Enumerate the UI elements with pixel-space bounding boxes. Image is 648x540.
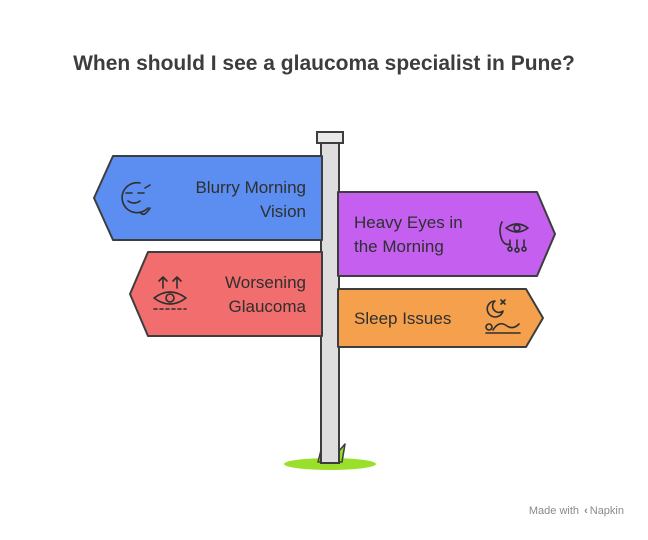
sign-blurry-shape: [93, 155, 323, 241]
signpost-pole: [320, 140, 340, 464]
blurry-face-icon: [121, 181, 151, 216]
sign-worsening-line2: Glaucoma: [229, 297, 307, 316]
sign-heavy-shape: [337, 191, 556, 277]
made-with-footer: Made with ‹Napkin: [529, 505, 624, 517]
eye-arrows-up-icon: [153, 276, 187, 310]
moon-sleeper-icon: [485, 299, 521, 334]
footer-prefix: Made with: [528, 505, 580, 517]
page-title: When should I see a glaucoma specialist …: [73, 52, 575, 75]
sign-worsening-line1: Worsening: [225, 273, 306, 292]
signpost-pole-cap: [316, 131, 344, 144]
sign-heavy-eyes: Heavy Eyes in the Morning: [337, 191, 556, 277]
sign-blurry-morning-vision: Blurry Morning Vision: [93, 155, 323, 241]
sign-sleep-line1: Sleep Issues: [354, 309, 451, 328]
sign-heavy-line2: the Morning: [354, 237, 444, 256]
sign-sleep-issues: Sleep Issues: [337, 288, 544, 348]
napkin-logo-icon: ‹: [584, 505, 588, 517]
sign-worsening-shape: [129, 251, 323, 337]
sign-worsening-glaucoma: Worsening Glaucoma: [129, 251, 323, 337]
sign-heavy-line1: Heavy Eyes in: [354, 213, 463, 232]
sign-blurry-line2: Vision: [260, 202, 306, 221]
footer-brand: Napkin: [589, 505, 624, 517]
sign-blurry-line1: Blurry Morning: [195, 178, 306, 197]
teary-eye-icon: [499, 221, 529, 253]
